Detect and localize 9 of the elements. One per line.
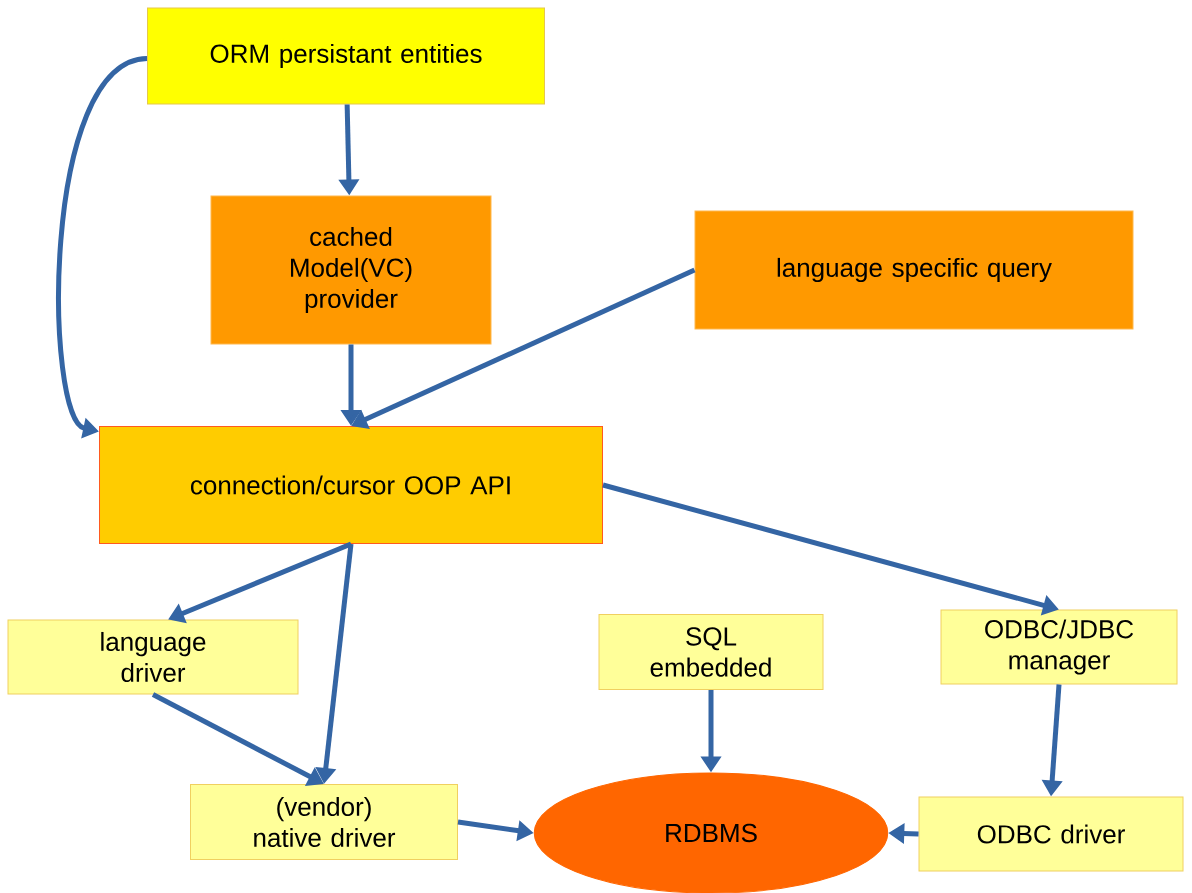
process-box: (vendor) native driver bbox=[190, 784, 458, 860]
process-box: language specific query bbox=[694, 210, 1134, 330]
process-box: ORM persistant entities bbox=[147, 7, 545, 105]
process-box: language driver bbox=[7, 619, 299, 695]
process-box: cached Model(VC) provider bbox=[210, 195, 492, 345]
process-box: connection/cursor OOP API bbox=[99, 426, 603, 544]
process-box: ODBC/JDBC manager bbox=[940, 609, 1178, 685]
process-box: ODBC driver bbox=[918, 796, 1184, 872]
process-box: SQL embedded bbox=[598, 614, 824, 690]
